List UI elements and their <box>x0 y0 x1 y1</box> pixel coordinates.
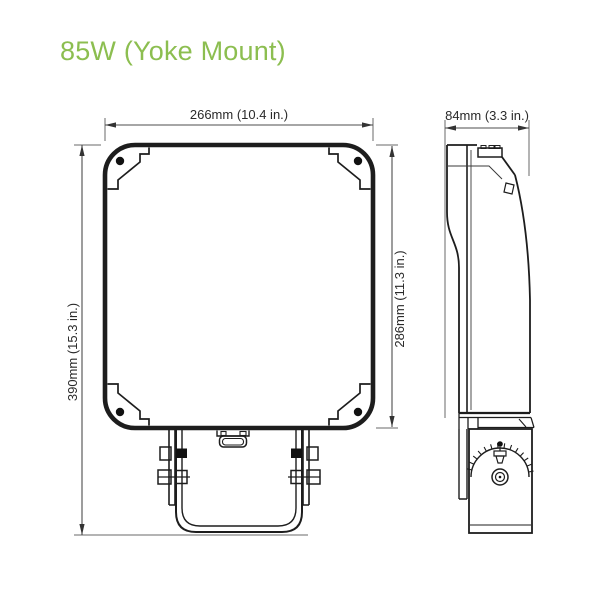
corner-screw-icon <box>115 156 125 166</box>
locking-pin <box>493 441 507 464</box>
pivot-bolt <box>491 468 509 486</box>
corner-screw-icon <box>353 156 363 166</box>
connector-detail <box>216 430 250 448</box>
yoke-plate <box>468 428 533 534</box>
corner-gusset-bottom-left <box>107 383 150 426</box>
side-front-edge <box>446 145 460 413</box>
yoke-tab-left <box>168 430 176 506</box>
latch-detail <box>477 145 503 158</box>
yoke-tab-right <box>302 430 310 506</box>
page-title: 85W (Yoke Mount) <box>60 36 286 66</box>
corner-gusset-top-left <box>107 147 150 190</box>
yoke-tab-side <box>458 429 468 500</box>
front-view <box>102 142 376 533</box>
dimension-housing-height: 286mm (11.3 in.) <box>376 144 407 429</box>
side-top-slope <box>501 156 516 176</box>
corner-screw-icon <box>353 407 363 417</box>
dimension-label-width: 266mm (10.4 in.) <box>190 107 288 122</box>
yoke-bracket-side <box>458 428 534 534</box>
yoke-u-inner <box>181 430 297 527</box>
corner-gusset-top-right <box>328 147 371 190</box>
side-bottom-band <box>458 411 535 429</box>
corner-gusset-bottom-right <box>328 383 371 426</box>
fixture-housing-outline <box>102 142 376 431</box>
dimension-label-depth: 84mm (3.3 in.) <box>445 108 529 123</box>
side-back-curve <box>514 174 531 413</box>
yoke-bolts-left <box>157 446 190 485</box>
back-clip-detail <box>503 182 515 195</box>
side-view <box>446 144 535 534</box>
dimension-overall-height: 390mm (15.3 in.) <box>65 144 308 536</box>
corner-screw-icon <box>115 407 125 417</box>
yoke-bolts-right <box>288 446 321 485</box>
dimension-label-overall-height: 390mm (15.3 in.) <box>65 303 80 401</box>
yoke-bracket-front <box>157 430 321 533</box>
yoke-u-outer <box>175 430 303 533</box>
dimension-depth: 84mm (3.3 in.) <box>444 108 530 418</box>
dimension-label-housing-height: 286mm (11.3 in.) <box>392 250 407 347</box>
dimension-width: 266mm (10.4 in.) <box>104 107 374 141</box>
